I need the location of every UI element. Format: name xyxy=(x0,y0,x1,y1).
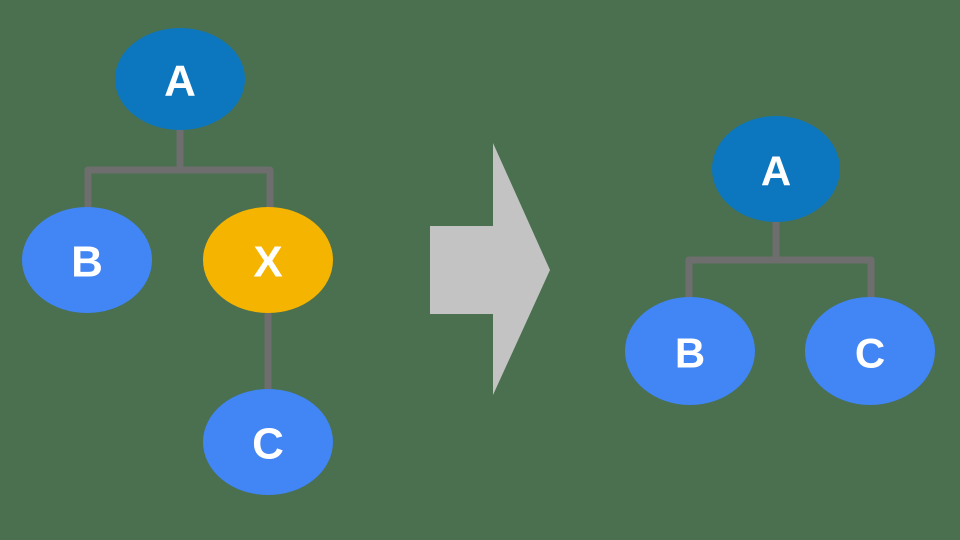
edge-a-to-children-after xyxy=(685,214,875,307)
node-after-c-label: C xyxy=(855,330,885,377)
node-before-a-shape[interactable] xyxy=(115,28,245,130)
node-before-x-shape[interactable] xyxy=(203,207,333,313)
tree-before: A B X C xyxy=(22,28,333,495)
node-after-a[interactable]: A xyxy=(712,116,840,222)
arrow-right-icon xyxy=(430,143,550,395)
node-after-a-shape[interactable] xyxy=(712,116,840,222)
node-after-b[interactable]: B xyxy=(625,297,755,405)
node-before-x[interactable]: X xyxy=(203,207,333,313)
node-after-a-label: A xyxy=(761,148,791,195)
tree-after: A B C xyxy=(625,116,935,405)
node-after-c[interactable]: C xyxy=(805,297,935,405)
connector-group-after xyxy=(685,214,875,307)
edge-a-to-children xyxy=(84,122,274,216)
node-before-c-label: C xyxy=(252,420,284,469)
node-after-b-label: B xyxy=(675,330,705,377)
node-after-c-shape[interactable] xyxy=(805,297,935,405)
transformation-arrow xyxy=(430,143,550,395)
node-before-a-label: A xyxy=(164,57,196,106)
node-before-c-shape[interactable] xyxy=(203,389,333,495)
node-after-b-shape[interactable] xyxy=(625,297,755,405)
node-before-b[interactable]: B xyxy=(22,207,152,313)
connector-group-before xyxy=(84,122,274,394)
node-before-b-shape[interactable] xyxy=(22,207,152,313)
node-before-c[interactable]: C xyxy=(203,389,333,495)
node-before-a[interactable]: A xyxy=(115,28,245,130)
node-before-x-label: X xyxy=(253,238,282,287)
node-before-b-label: B xyxy=(71,238,103,287)
